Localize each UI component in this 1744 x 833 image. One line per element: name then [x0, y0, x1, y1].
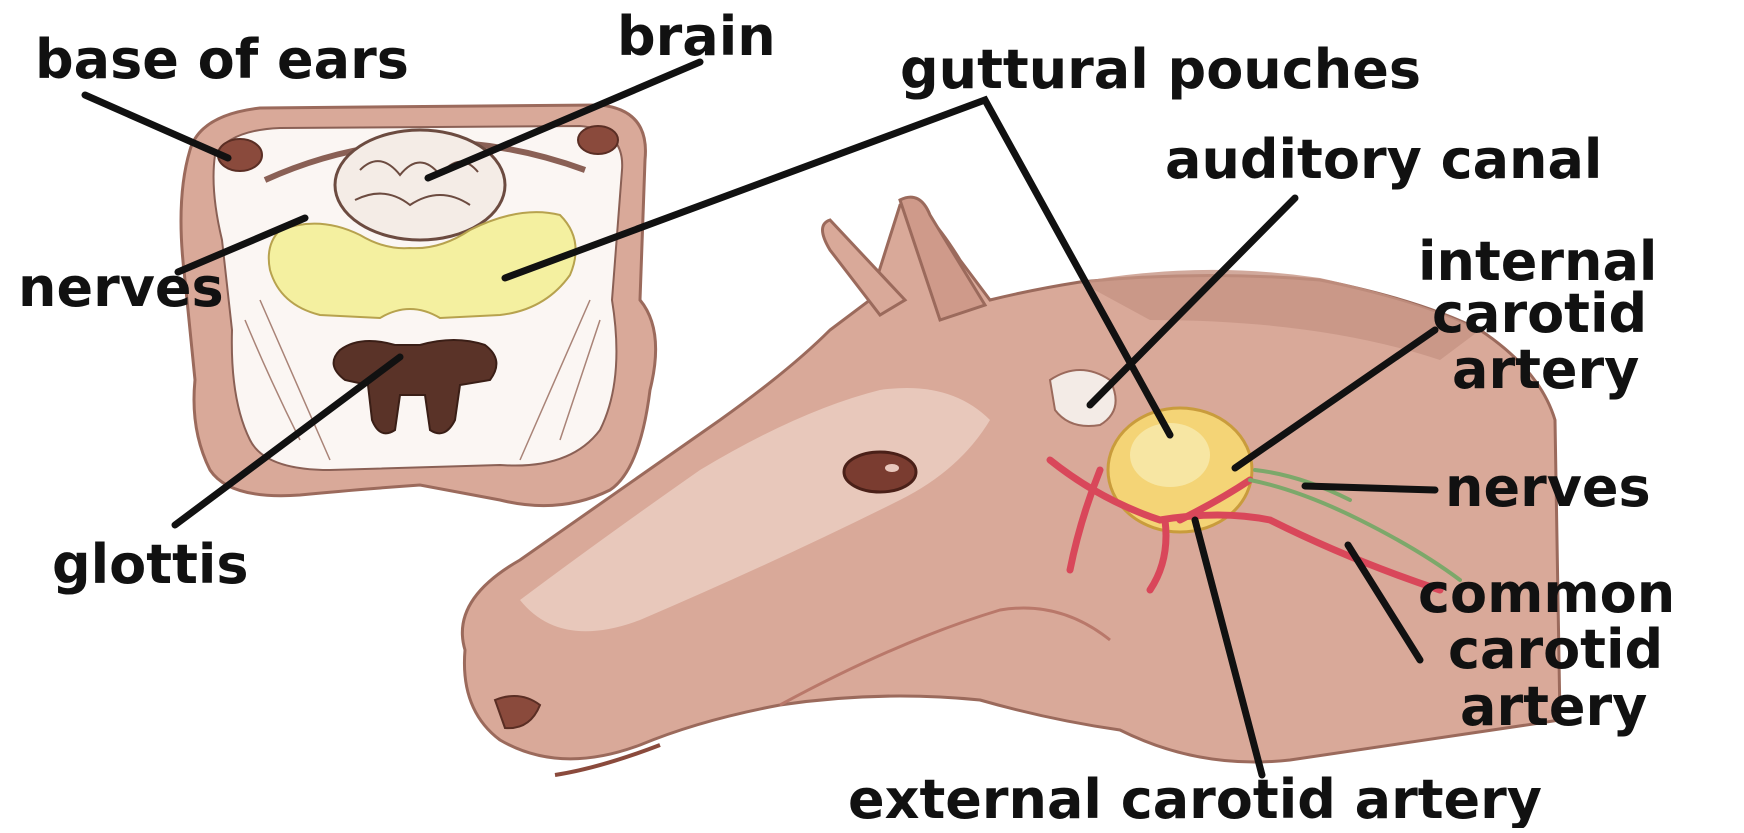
label-common-carotid-line2: carotid — [1448, 618, 1663, 681]
label-external-carotid: external carotid artery — [848, 768, 1542, 828]
horse-eye-shine — [885, 464, 899, 472]
label-common-carotid-line1: common — [1418, 562, 1675, 625]
label-brain: brain — [617, 5, 776, 68]
brain-shape — [335, 130, 505, 240]
label-common-carotid-line3: artery — [1460, 675, 1647, 738]
head-cross-section — [181, 105, 656, 506]
label-internal-carotid-line3: artery — [1452, 338, 1639, 401]
label-auditory-canal: auditory canal — [1165, 128, 1602, 191]
label-glottis: glottis — [52, 533, 249, 596]
label-nerves-left: nerves — [18, 256, 224, 319]
leader-nerves-right — [1305, 486, 1435, 490]
label-nerves-right: nerves — [1445, 456, 1651, 519]
horse-eye — [844, 452, 916, 492]
label-base-of-ears: base of ears — [35, 28, 409, 91]
right-ear-base — [578, 126, 618, 154]
label-internal-carotid-line2: carotid — [1432, 282, 1647, 345]
label-guttural-pouches: guttural pouches — [900, 38, 1421, 101]
